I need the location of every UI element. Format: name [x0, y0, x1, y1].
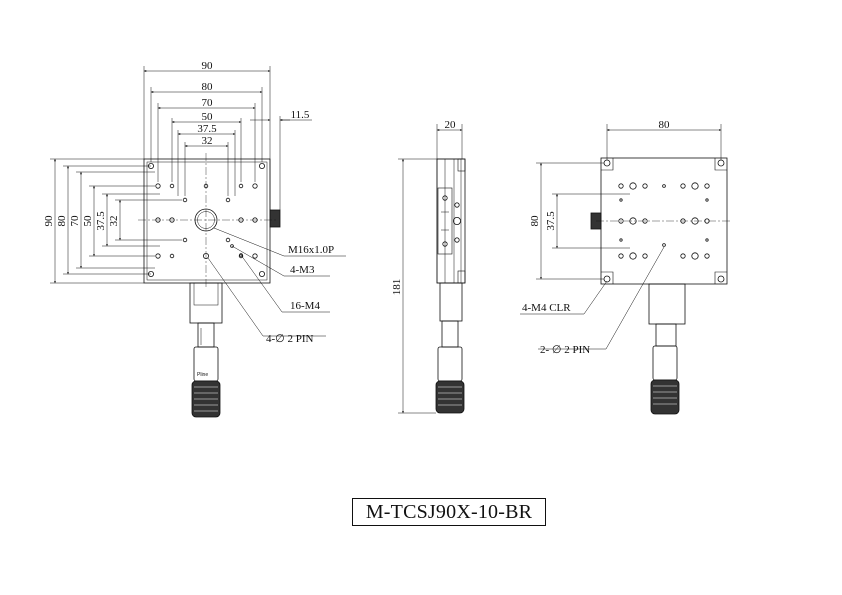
rear-view — [590, 157, 732, 415]
dim-rear-v-37-5: 37.5 — [545, 211, 557, 231]
dim-front-90: 90 — [202, 60, 214, 72]
callout-4-m3: 4-M3 — [290, 264, 315, 276]
dim-side-20: 20 — [445, 119, 457, 131]
rear-callout-leaders — [520, 246, 665, 350]
dim-front-37-5: 37.5 — [197, 123, 217, 135]
front-dims-horizontal — [143, 66, 312, 210]
rear-dims — [536, 124, 722, 280]
dim-front-32: 32 — [202, 135, 213, 147]
front-callout-leaders — [207, 227, 346, 337]
dim-side-181: 181 — [391, 279, 403, 296]
callout-m16: M16x1.0P — [288, 244, 334, 256]
front-dims-vertical — [50, 158, 182, 284]
side-dims — [398, 124, 463, 414]
dim-rear-v-80: 80 — [529, 215, 541, 227]
dim-front-v-90: 90 — [43, 215, 55, 227]
dim-front-v-32: 32 — [108, 216, 120, 227]
rear-micrometer — [650, 323, 680, 415]
dim-front-v-50: 50 — [82, 215, 94, 227]
dim-rear-80: 80 — [659, 119, 671, 131]
dim-front-50: 50 — [202, 111, 214, 123]
model-number-label: M-TCSJ90X-10-BR — [352, 498, 546, 526]
dim-front-v-37-5: 37.5 — [95, 211, 107, 231]
micrometer-brand: Pline — [197, 372, 208, 378]
front-stage-plate — [143, 158, 271, 284]
callout-2-pin: 2- ∅ 2 PIN — [540, 344, 590, 356]
front-micrometer — [189, 282, 223, 418]
callout-4-m4-clr: 4-M4 CLR — [522, 302, 571, 314]
side-view — [435, 158, 466, 414]
dim-front-v-70: 70 — [69, 215, 81, 227]
dim-front-11-5: 11.5 — [291, 109, 310, 121]
dim-front-70: 70 — [202, 97, 214, 109]
dim-front-80: 80 — [202, 81, 214, 93]
front-view — [138, 153, 281, 418]
dim-front-v-80: 80 — [56, 215, 68, 227]
side-micrometer — [435, 282, 465, 414]
callout-4-pin: 4-∅ 2 PIN — [266, 333, 314, 345]
front-lock-knob — [269, 209, 281, 228]
callout-16-m4: 16-M4 — [290, 300, 320, 312]
